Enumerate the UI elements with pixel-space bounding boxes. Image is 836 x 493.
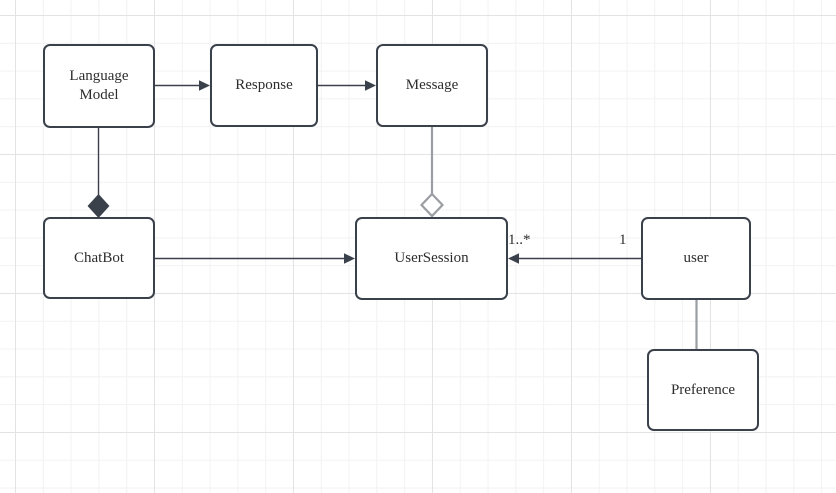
edge-user-to-usersession[interactable] xyxy=(508,253,641,264)
arrowhead-icon xyxy=(344,253,355,264)
node-user[interactable]: user xyxy=(641,217,751,300)
multiplicity-label-usersession-multiplicity[interactable]: 1..* xyxy=(508,232,531,248)
edge-message-usersession-aggregation[interactable] xyxy=(419,127,445,218)
arrowhead-icon xyxy=(365,80,376,91)
edge-language-model-to-response[interactable] xyxy=(155,80,210,91)
node-label-user: user xyxy=(683,250,709,267)
edge-languagemodel-chatbot-composition[interactable] xyxy=(87,128,110,219)
node-label-response: Response xyxy=(235,77,293,94)
aggregation-diamond-icon xyxy=(419,192,445,218)
arrowhead-icon xyxy=(508,253,519,264)
node-language-model[interactable]: Language Model xyxy=(43,44,155,128)
node-label-language-model: Language Model xyxy=(69,68,129,103)
node-preference[interactable]: Preference xyxy=(647,349,759,431)
node-usersession[interactable]: UserSession xyxy=(355,217,508,300)
node-message[interactable]: Message xyxy=(376,44,488,127)
multiplicity-label-user-multiplicity[interactable]: 1 xyxy=(619,232,627,248)
node-label-chatbot: ChatBot xyxy=(73,249,124,266)
node-label-message: Message xyxy=(405,77,459,94)
composition-diamond-icon xyxy=(87,193,110,219)
node-label-preference: Preference xyxy=(670,381,736,398)
edge-response-to-message[interactable] xyxy=(318,80,376,91)
node-response[interactable]: Response xyxy=(210,44,318,127)
node-chatbot[interactable]: ChatBot xyxy=(43,217,155,299)
edge-chatbot-to-usersession[interactable] xyxy=(155,253,355,264)
node-label-usersession: UserSession xyxy=(394,250,469,267)
arrowhead-icon xyxy=(199,80,210,91)
